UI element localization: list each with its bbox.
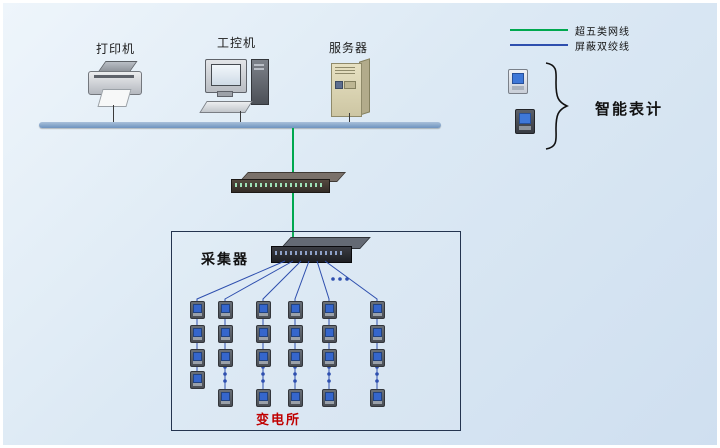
power-meter-icon [218,325,233,343]
power-meter-icon [256,325,271,343]
network-bus-line [39,122,441,128]
cat5-wire-upper [292,128,294,173]
power-meter-icon [515,109,535,134]
legend-cat5-label: 超五类网线 [575,27,630,38]
legend-cat5-line [510,29,568,31]
server-label: 服务器 [329,41,369,55]
power-meter-icon [508,69,528,94]
power-meter-icon [190,301,205,319]
power-meter-icon [190,325,205,343]
power-meter-icon [370,325,385,343]
printer-label: 打印机 [96,42,136,56]
network-switch-icon [231,172,347,193]
power-meter-icon [288,389,303,407]
legend-stp-label: 屏蔽双绞线 [575,42,630,53]
power-meter-icon [218,349,233,367]
power-meter-icon [370,349,385,367]
power-meter-icon [370,389,385,407]
power-meter-icon [288,301,303,319]
collector-label: 采集器 [201,251,249,267]
cat5-wire-lower [292,191,294,241]
power-meter-icon [322,325,337,343]
power-meter-icon [256,389,271,407]
ipc-label: 工控机 [217,36,257,50]
smart-meters-label: 智能表计 [595,101,664,118]
collector-device-icon [271,237,371,265]
power-meter-icon [190,371,205,389]
power-meter-icon [288,349,303,367]
power-meter-icon [256,301,271,319]
power-meter-icon [190,349,205,367]
printer-bus-stub [113,105,114,124]
legend-stp-line [510,44,568,46]
ipc-bus-stub [240,111,241,124]
power-meter-icon [256,349,271,367]
power-meter-icon [370,301,385,319]
power-meter-icon [322,301,337,319]
power-meter-icon [288,325,303,343]
server-tower-icon [331,57,373,117]
power-meter-icon [218,301,233,319]
power-meter-icon [322,389,337,407]
desktop-computer-icon [199,55,275,113]
curly-brace-icon [545,62,569,150]
server-bus-stub [349,113,350,124]
stp-wiring-svg [196,260,379,395]
power-meter-icon [218,389,233,407]
substation-label: 变电所 [256,412,302,427]
printer-icon [87,61,143,107]
power-meter-icon [322,349,337,367]
